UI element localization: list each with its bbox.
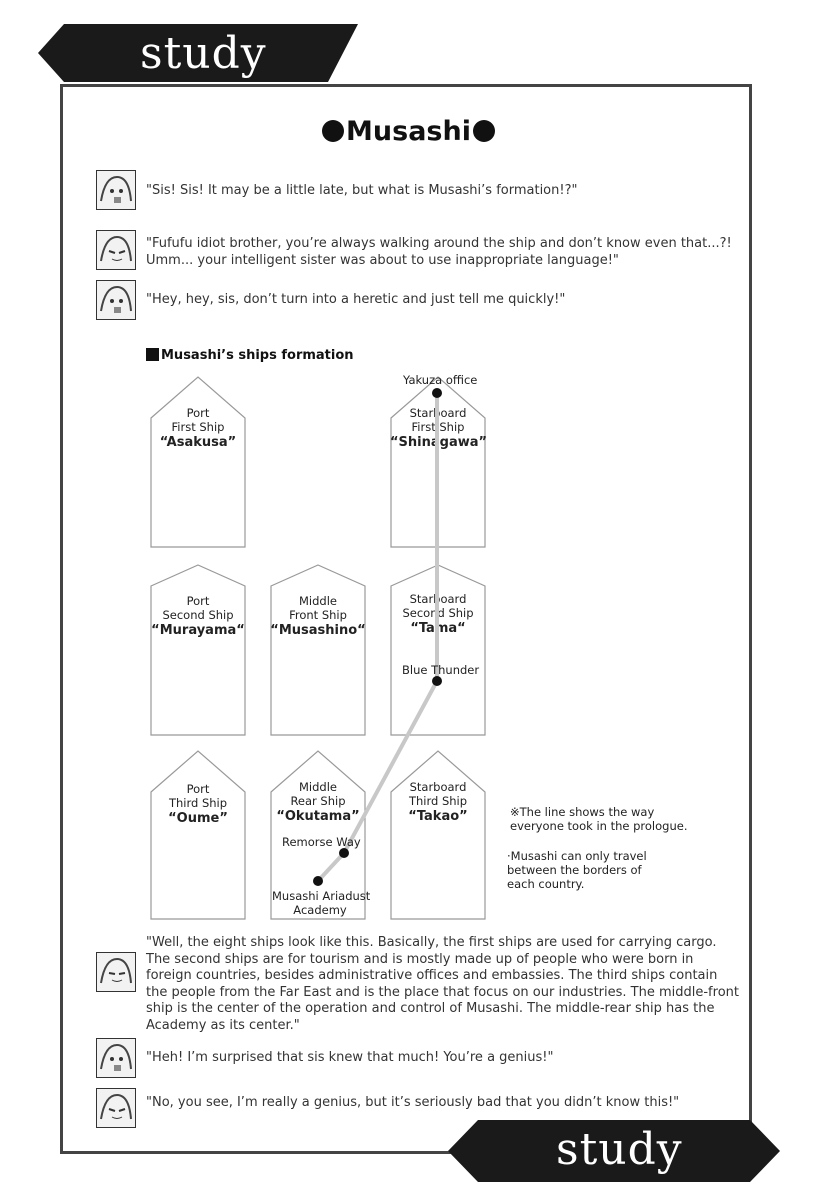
dialogue-line: "Hey, hey, sis, don’t turn into a hereti…: [146, 292, 566, 307]
sister-avatar: [96, 280, 136, 320]
ship-label-line1: Middle: [299, 780, 337, 794]
page-title: Musashi: [0, 116, 817, 147]
section-heading-text: Musashi’s ships formation: [161, 348, 354, 363]
bullet-dot-icon: [322, 120, 345, 142]
route-note-line1: ※The line shows the way: [510, 805, 655, 819]
marker-dot-academy: [313, 876, 323, 886]
ship-label-line2: Third Ship: [408, 794, 468, 808]
paragraph-line: "Well, the eight ships look like this. B…: [146, 935, 717, 950]
sister-avatar: [96, 1088, 136, 1128]
marker-label-academy-line2: Academy: [293, 903, 347, 917]
ship-label-line2: Rear Ship: [290, 794, 346, 808]
sister-avatar: [96, 1038, 136, 1078]
explanation-paragraph: "Well, the eight ships look like this. B…: [146, 935, 746, 1035]
ship-label-line2: First Ship: [171, 420, 225, 434]
travel-note-line2: between the borders of: [507, 863, 642, 877]
sister-avatar: [96, 230, 136, 270]
ship-label-line2: Second Ship: [162, 608, 234, 622]
ship-label-line1: Middle: [299, 594, 337, 608]
section-heading: Musashi’s ships formation: [146, 348, 354, 363]
sister-avatar: [96, 170, 136, 210]
ship-name: “Oume”: [168, 811, 228, 826]
marker-dot-remorse-way: [339, 848, 349, 858]
ship-name: “Okutama”: [276, 809, 360, 824]
ship-label-line1: Port: [186, 782, 210, 796]
travel-note-line3: each country.: [507, 877, 585, 891]
dialogue-line: "No, you see, I’m really a genius, but i…: [146, 1095, 680, 1110]
travel-note-line1: ·Musashi can only travel: [507, 849, 647, 863]
marker-label-remorse-way: Remorse Way: [282, 835, 361, 849]
ship-label-line1: Port: [186, 406, 210, 420]
dialogue-line: "Heh! I’m surprised that sis knew that m…: [146, 1050, 554, 1065]
route-note-line2: everyone took in the prologue.: [510, 819, 688, 833]
marker-dot-blue-thunder: [432, 676, 442, 686]
bullet-dot-icon: [472, 120, 495, 142]
header-tab-label: study: [140, 28, 267, 79]
paragraph-line: The second ships are for tourism and is …: [146, 951, 694, 967]
ship-name: “Murayama“: [151, 623, 245, 638]
marker-label-yakuza-office: Yakuza office: [403, 373, 478, 387]
footer-tab: [448, 1120, 780, 1182]
footer-tab-label: study: [556, 1124, 683, 1175]
ship-label-line2: Front Ship: [289, 608, 347, 622]
marker-label-blue-thunder: Blue Thunder: [402, 663, 480, 677]
paragraph-line: Academy as its center.": [146, 1017, 300, 1033]
square-bullet-icon: [146, 348, 159, 361]
ship-label-line1: Starboard: [409, 780, 467, 794]
dialogue-line: Umm... your intelligent sister was about…: [146, 253, 619, 268]
page-title-text: Musashi: [346, 116, 471, 147]
paragraph-line: ship is the center of the operation and …: [146, 1001, 715, 1017]
header-tab: [38, 24, 358, 82]
ship-name: “Takao”: [408, 809, 468, 824]
ship-name: “Musashino“: [270, 623, 366, 638]
paragraph-line: foreign countries, besides administrativ…: [146, 968, 718, 984]
marker-label-academy-line1: Musashi Ariadust: [272, 889, 371, 903]
marker-dot-yakuza-office: [432, 388, 442, 398]
ship-label-line2: Third Ship: [168, 796, 228, 810]
ship-name: “Asakusa”: [159, 435, 237, 450]
paragraph-line: the people from the Far East and is the …: [146, 984, 739, 1000]
dialogue-line: "Sis! Sis! It may be a little late, but …: [146, 183, 578, 198]
dialogue-line: "Fufufu idiot brother, you’re always wal…: [146, 236, 732, 251]
ship-label-line1: Port: [186, 594, 210, 608]
sister-avatar: [96, 952, 136, 992]
